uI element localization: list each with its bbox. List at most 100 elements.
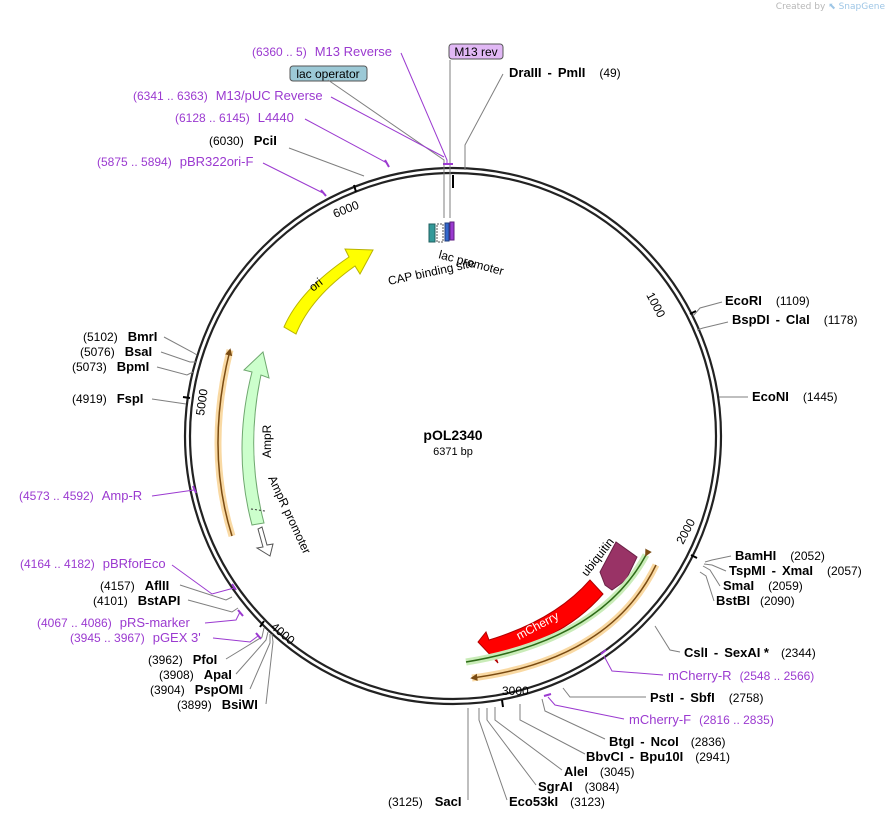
site-pfoi[interactable]: (3962)PfoI — [148, 652, 217, 667]
site-bbvci[interactable]: BbvCI-Bpu10I(2941) — [586, 749, 730, 764]
site-bspdi[interactable]: BspDI-ClaI(1178) — [732, 312, 858, 327]
watermark-prefix: Created by — [775, 2, 826, 12]
site-bpmi[interactable]: (5073)BpmI — [72, 359, 149, 374]
snapgene-watermark: Created by ⬉ SnapGene — [776, 2, 885, 12]
primer-pbrforeco[interactable]: (4164 .. 4182)pBRforEco — [20, 556, 166, 571]
site-btgi-sep: - — [640, 734, 644, 749]
cap-binding-site-feature[interactable] — [428, 223, 436, 243]
site-draiii[interactable]: DraIII-PmlI(49) — [509, 65, 621, 80]
primer-pbr322ori-f[interactable]: (5875 .. 5894) pBR322ori-F — [97, 154, 253, 169]
site-ecori[interactable]: EcoRI(1109) — [725, 293, 810, 308]
primer-mcherry-f[interactable]: mCherry-F(2816 .. 2835) — [629, 712, 774, 727]
primer-l4440-pos: (6128 .. 6145) — [175, 111, 250, 125]
primer-mcherry-r[interactable]: mCherry-R(2548 .. 2566) — [668, 668, 814, 683]
primer-labels: (6360 .. 5)M13 Reverse (6341 .. 6363)M13… — [19, 44, 814, 727]
primer-l4440[interactable]: (6128 .. 6145)L4440 — [175, 110, 294, 125]
leader-tspmi — [703, 563, 727, 572]
site-btgi[interactable]: BtgI-NcoI(2836) — [609, 734, 725, 749]
leader-csli — [654, 625, 681, 653]
site-econi[interactable]: EcoNI(1445) — [752, 389, 838, 404]
pmark-prs-marker — [237, 609, 244, 617]
pleader-amp-r — [151, 489, 195, 497]
site-bsai[interactable]: (5076)BsaI — [80, 344, 152, 359]
pleader-pbrforeco — [171, 564, 235, 595]
primer-prs-marker-pos: (4067 .. 4086) — [37, 616, 112, 630]
pmark-pgex3 — [255, 632, 262, 640]
leader-bspdi — [696, 321, 729, 331]
leader-alei — [494, 707, 563, 771]
leader-smai — [702, 565, 721, 587]
site-labels-left: (3125)SacI (3899)BsiWI (3904)PspOMI (390… — [72, 133, 461, 809]
site-bstbi[interactable]: BstBI(2090) — [716, 593, 795, 608]
pleader-mcherry-r — [603, 655, 664, 676]
site-pcii[interactable]: (6030)PciI — [209, 133, 277, 148]
primer-pbr322ori-f-name: pBR322ori-F — [180, 154, 254, 169]
site-psti[interactable]: PstI-SbfI(2758) — [650, 690, 763, 705]
site-pspomi[interactable]: (3904)PspOMI — [150, 682, 243, 697]
ubiquitin-feature[interactable] — [599, 541, 638, 591]
site-xmai-name: XmaI — [782, 563, 813, 578]
primer-m13puc-reverse[interactable]: (6341 .. 6363)M13/pUC Reverse — [133, 88, 323, 103]
site-bmri-pos: (5102) — [83, 330, 118, 344]
site-draiii-pos: (49) — [599, 66, 620, 80]
leader-pcii — [288, 147, 365, 177]
site-bpu10i-name: Bpu10I — [640, 749, 683, 764]
primer-m13-reverse[interactable]: (6360 .. 5)M13 Reverse — [252, 44, 392, 59]
site-bstbi-name: BstBI — [716, 593, 750, 608]
site-tspmi[interactable]: TspMI-XmaI(2057) — [729, 563, 862, 578]
site-csli[interactable]: CslI-SexAI *(2344) — [684, 645, 816, 660]
ampr-label: AmpR — [260, 424, 274, 458]
m13-rev-box[interactable] — [448, 43, 504, 60]
site-bamhi[interactable]: BamHI(2052) — [735, 548, 825, 563]
leader-ecori — [692, 301, 723, 317]
site-pspomi-pos: (3904) — [150, 683, 185, 697]
leader-bpmi — [156, 366, 194, 376]
site-bstapi[interactable]: (4101)BstAPI — [93, 593, 180, 608]
tick-6000 — [353, 184, 357, 193]
primer-pgex3-pos: (3945 .. 3967) — [70, 631, 145, 645]
lac-operator-feature[interactable] — [444, 222, 450, 242]
site-smai[interactable]: SmaI(2059) — [723, 578, 803, 593]
site-alei-name: AleI — [564, 764, 588, 779]
site-pcii-name: PciI — [254, 133, 277, 148]
primer-prs-marker[interactable]: (4067 .. 4086)pRS-marker — [37, 615, 190, 630]
primer-pbrforeco-pos: (4164 .. 4182) — [20, 557, 95, 571]
m13-rev-feature[interactable] — [449, 221, 455, 241]
primer-pbr322ori-f-pos: (5875 .. 5894) — [97, 155, 172, 169]
ori-feature[interactable] — [283, 248, 374, 335]
pmark-mcherry-r — [600, 649, 607, 655]
site-alei[interactable]: AleI(3045) — [564, 764, 635, 779]
site-aflii[interactable]: (4157)AflII — [100, 578, 169, 593]
site-bmri[interactable]: (5102)BmrI — [83, 329, 157, 344]
primer-amp-r[interactable]: (4573 .. 4592)Amp-R — [19, 488, 142, 503]
site-apai-name: ApaI — [204, 667, 232, 682]
lac-operator-box-label: lac operator — [296, 67, 359, 81]
site-apai[interactable]: (3908)ApaI — [159, 667, 232, 682]
site-aflii-pos: (4157) — [100, 579, 135, 593]
primer-pgex3[interactable]: (3945 .. 3967)pGEX 3' — [70, 630, 201, 645]
watermark-brand: SnapGene — [838, 2, 885, 12]
ampr-promoter-feature[interactable] — [255, 526, 274, 557]
site-eco53ki[interactable]: Eco53kI(3123) — [509, 794, 605, 809]
leader-bsai — [160, 351, 196, 363]
tick-label-5000: 5000 — [193, 388, 211, 417]
leader-eco53ki — [478, 708, 508, 801]
site-sgrai[interactable]: SgrAI(3084) — [538, 779, 619, 794]
primer-m13-reverse-name: M13 Reverse — [315, 44, 392, 59]
site-bsiwi[interactable]: (3899)BsiWI — [177, 697, 258, 712]
primer-m13puc-reverse-name: M13/pUC Reverse — [216, 88, 323, 103]
snapgene-logo: ⬉ SnapGene — [828, 2, 885, 12]
lac-operator-box[interactable] — [289, 65, 368, 82]
lac-promoter-feature[interactable] — [436, 223, 444, 243]
ampr-feature[interactable] — [241, 351, 270, 526]
plasmid-name: pOL2340 — [423, 427, 482, 443]
site-csli-name: CslI — [684, 645, 708, 660]
site-bsai-pos: (5076) — [80, 345, 115, 359]
site-saci[interactable]: (3125)SacI — [388, 794, 461, 809]
site-fspi[interactable]: (4919)FspI — [72, 391, 143, 406]
pleader-pgex3 — [212, 635, 259, 643]
site-smai-name: SmaI — [723, 578, 754, 593]
site-bspdi-name: BspDI — [732, 312, 770, 327]
site-saci-pos: (3125) — [388, 795, 423, 809]
site-psti-sep: - — [680, 690, 684, 705]
